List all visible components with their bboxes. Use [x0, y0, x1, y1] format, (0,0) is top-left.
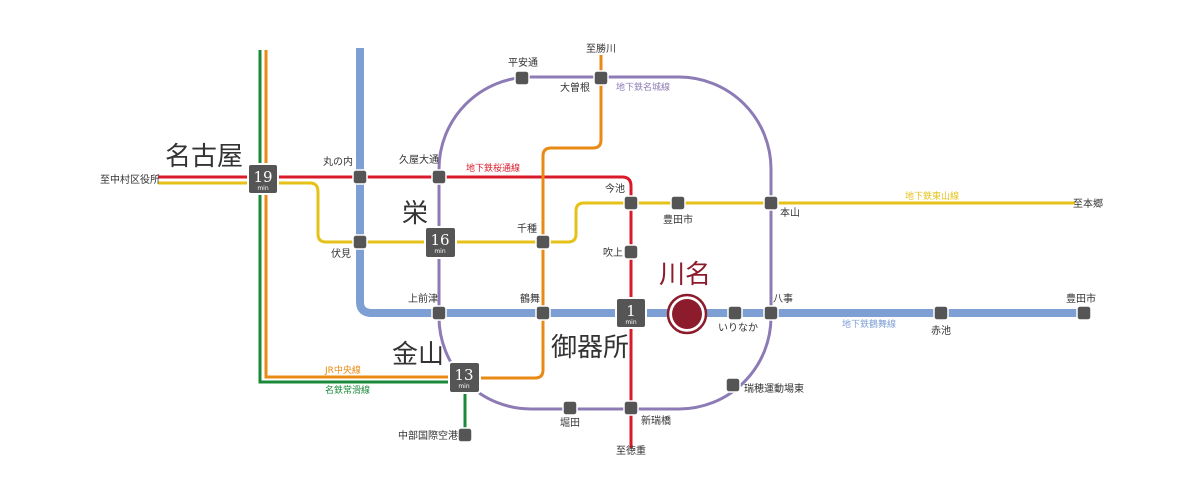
- station-hisaya-odori[interactable]: 久屋大通: [399, 153, 447, 185]
- station-motoyama[interactable]: 本山: [763, 195, 800, 219]
- kamiiida-line: [465, 55, 603, 380]
- station-label: 上前津: [408, 292, 438, 305]
- hub-unit: min: [625, 319, 637, 326]
- station-ozone[interactable]: 大曽根: [560, 70, 609, 94]
- home-marker-inner: [672, 299, 702, 329]
- line-label-sakuradori: 地下鉄桜通線: [466, 162, 520, 174]
- station-label: 八事: [773, 292, 793, 305]
- jr-chuo-line: [264, 50, 465, 379]
- tsurumai-line: [356, 48, 1085, 317]
- station-akaike[interactable]: 赤池: [931, 305, 951, 337]
- station-label: 瑞穂運動場東: [744, 382, 804, 395]
- hub-gokisho[interactable]: 1 min 御器所: [551, 297, 647, 363]
- hub-minutes: 13: [454, 366, 473, 384]
- hub-sakae[interactable]: 16 min 栄: [402, 199, 457, 259]
- terminal-tokushige: 至徳重: [616, 444, 646, 457]
- station-label: 豊田市: [1066, 292, 1096, 305]
- line-label-jr-chuo: JR中央線: [324, 364, 361, 376]
- hub-name: 名古屋: [165, 142, 243, 172]
- station-tsurumai[interactable]: 鶴舞: [520, 292, 551, 321]
- station-label: 中部国際空港: [398, 429, 458, 442]
- hub-name: 御器所: [551, 333, 629, 363]
- station-fukiage[interactable]: 吹上: [603, 244, 639, 260]
- station-heian-dori[interactable]: 平安通: [508, 56, 538, 86]
- station-marunouchi[interactable]: 丸の内: [323, 155, 368, 185]
- station-fushimi[interactable]: 伏見: [331, 234, 368, 260]
- home-station-name: 川名: [659, 260, 711, 290]
- station-label: 平安通: [508, 56, 538, 69]
- hub-name: 金山: [392, 340, 444, 370]
- meitetsu-line: [258, 50, 467, 435]
- station-label: 大曽根: [560, 81, 590, 94]
- station-irinaka[interactable]: いりなか: [718, 305, 758, 334]
- station-label: 丸の内: [323, 155, 353, 168]
- line-label-meijo: 地下鉄名城線: [616, 81, 670, 93]
- hub-minutes: 19: [253, 168, 272, 186]
- terminal-hongo: 至本郷: [1073, 197, 1103, 210]
- line-label-higashiyama: 地下鉄東山線: [905, 190, 959, 202]
- station-aratamabashi[interactable]: 新瑞橋: [623, 400, 671, 427]
- station-label: 本山: [780, 206, 800, 219]
- station-toyotashi[interactable]: 豊田市: [663, 195, 693, 226]
- station-label: 吹上: [603, 246, 623, 259]
- hub-kanayama[interactable]: 13 min 金山: [392, 340, 481, 394]
- hub-unit: min: [458, 383, 470, 390]
- hub-name: 栄: [402, 199, 428, 229]
- station-imaike[interactable]: 今池: [605, 182, 639, 211]
- station-kamimaezu[interactable]: 上前津: [408, 292, 447, 321]
- line-label-meitetsu: 名鉄常滑線: [325, 384, 370, 396]
- station-yagoto[interactable]: 八事: [763, 292, 793, 321]
- hub-unit: min: [257, 185, 269, 192]
- station-chubu-airport[interactable]: 中部国際空港: [398, 427, 473, 443]
- hub-nagoya[interactable]: 19 min 名古屋: [165, 142, 279, 195]
- station-label: いりなか: [718, 322, 758, 334]
- terminal-katsugawa: 至勝川: [586, 42, 616, 55]
- station-label: 赤池: [931, 324, 951, 337]
- station-label: 新瑞橋: [641, 414, 671, 427]
- station-label: 鶴舞: [520, 292, 540, 305]
- station-horita[interactable]: 堀田: [560, 400, 580, 429]
- station-label: 今池: [605, 182, 625, 195]
- station-mizuho-undojo-higashi[interactable]: 瑞穂運動場東: [725, 377, 804, 395]
- station-label: 豊田市: [663, 213, 693, 226]
- station-label: 堀田: [560, 417, 580, 429]
- hub-minutes: 16: [430, 231, 449, 249]
- hub-unit: min: [434, 248, 446, 255]
- station-chikusa[interactable]: 千種: [517, 222, 551, 250]
- station-label: 千種: [517, 222, 537, 235]
- station-label: 伏見: [331, 247, 351, 260]
- station-label: 久屋大通: [399, 153, 439, 166]
- terminal-nakamura: 至中村区役所: [100, 173, 160, 186]
- hub-minutes: 1: [626, 302, 636, 320]
- sakuradori-line: [158, 175, 633, 448]
- station-toyotashi-end[interactable]: 豊田市: [1066, 292, 1096, 321]
- home-station-kawana[interactable]: 川名: [659, 260, 711, 335]
- line-label-tsurumai: 地下鉄鶴舞線: [842, 318, 896, 330]
